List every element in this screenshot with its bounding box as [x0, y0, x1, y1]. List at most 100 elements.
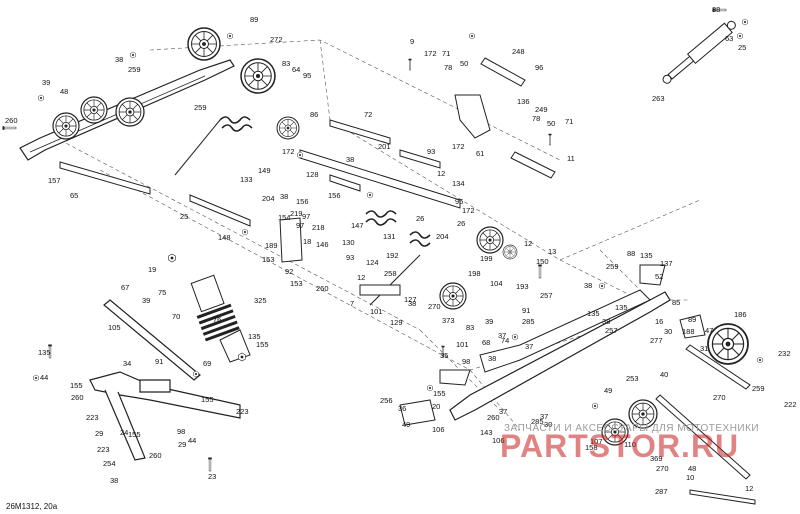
part-number-callout: 172 — [282, 147, 295, 156]
part-number-callout: 249 — [535, 105, 548, 114]
torsion-springs — [174, 116, 431, 306]
part-number-callout: 149 — [258, 166, 271, 175]
part-number-callout: 30 — [664, 327, 673, 336]
part-number-callout: 135 — [38, 348, 51, 357]
part-number-callout: 135 — [640, 251, 653, 260]
part-number-callout: 259 — [128, 65, 141, 74]
part-number-callout: 52 — [655, 272, 664, 281]
part-number-callout: 256 — [380, 396, 393, 405]
part-number-callout: 155 — [256, 340, 269, 349]
part-number-callout: 39 — [42, 78, 51, 87]
front-coil-spring — [190, 274, 240, 342]
part-number-callout: 37 — [540, 412, 549, 421]
part-number-callout: 253 — [626, 374, 639, 383]
part-number-callout: 65 — [70, 191, 79, 200]
part-number-callout: 270 — [713, 393, 726, 402]
part-number-callout: 128 — [306, 170, 319, 179]
part-number-callout: 12 — [524, 239, 533, 248]
part-number-callout: 104 — [490, 279, 503, 288]
part-number-callout: 19 — [148, 265, 157, 274]
part-number-callout: 61 — [476, 149, 485, 158]
part-number-callout: 83 — [282, 59, 291, 68]
part-number-callout: 156 — [328, 191, 341, 200]
part-number-callout: 48 — [688, 464, 697, 473]
part-number-callout: 259 — [752, 384, 765, 393]
part-number-callout: 71 — [442, 49, 451, 58]
part-number-callout: 38 — [115, 55, 124, 64]
part-number-callout: 270 — [428, 302, 441, 311]
part-number-callout: 263 — [652, 94, 665, 103]
part-number-callout: 129 — [390, 318, 403, 327]
part-number-callout: 260 — [316, 284, 329, 293]
part-number-callout: 172 — [424, 49, 437, 58]
part-number-callout: 92 — [285, 267, 294, 276]
part-number-callout: 135 — [615, 303, 628, 312]
part-number-callout: 155 — [128, 430, 141, 439]
right-slide-rail — [440, 227, 748, 445]
part-number-callout: 204 — [436, 232, 449, 241]
part-number-callout: 89 — [250, 15, 259, 24]
part-number-callout: 72 — [364, 110, 373, 119]
part-number-callout: 12 — [437, 169, 446, 178]
part-number-callout: 50 — [547, 119, 556, 128]
part-number-callout: 134 — [452, 179, 465, 188]
part-number-callout: 50 — [460, 59, 469, 68]
part-number-callout: 127 — [404, 295, 417, 304]
part-number-callout: 106 — [492, 436, 505, 445]
part-number-callout: 36 — [398, 404, 407, 413]
part-number-callout: 223 — [97, 445, 110, 454]
part-number-callout: 13 — [548, 247, 557, 256]
part-number-callout: 188 — [682, 327, 695, 336]
front-arm — [89, 299, 241, 461]
part-number-callout: 95 — [303, 71, 312, 80]
part-number-callout: 257 — [605, 326, 618, 335]
part-number-callout: 93 — [346, 253, 355, 262]
part-number-callout: 189 — [265, 241, 278, 250]
part-number-callout: 78 — [532, 114, 541, 123]
part-number-callout: 248 — [512, 47, 525, 56]
part-number-callout: 38 — [346, 155, 355, 164]
cross-shafts — [59, 57, 756, 505]
part-number-callout: 38 — [712, 5, 721, 14]
part-number-callout: 18 — [303, 237, 312, 246]
part-number-callout: 146 — [316, 240, 329, 249]
part-number-callout: 25 — [180, 212, 189, 221]
part-number-callout: 257 — [540, 291, 553, 300]
part-number-callout: 12 — [745, 484, 754, 493]
part-number-callout: 223 — [236, 407, 249, 416]
part-number-callout: 373 — [442, 316, 455, 325]
part-number-callout: 31 — [700, 344, 709, 353]
part-number-callout: 47 — [705, 326, 714, 335]
part-number-callout: 172 — [462, 206, 475, 215]
part-number-callout: 106 — [432, 425, 445, 434]
left-slide-rail — [19, 28, 299, 161]
part-number-callout: 49 — [604, 386, 613, 395]
part-number-callout: 110 — [624, 440, 636, 449]
diagram-code: 26M1312, 20a — [6, 502, 58, 511]
part-number-callout: 24 — [120, 428, 129, 437]
part-number-callout: 89 — [688, 315, 697, 324]
part-number-callout: 34 — [123, 359, 132, 368]
part-number-callout: 148 — [218, 233, 231, 242]
part-number-callout: 74 — [501, 336, 510, 345]
part-number-callout: 156 — [296, 197, 309, 206]
part-number-callout: 218 — [312, 223, 325, 232]
part-number-callout: 16 — [655, 317, 664, 326]
part-number-callout: 258 — [384, 269, 397, 278]
part-number-callout: 71 — [565, 117, 574, 126]
part-number-callout: 96 — [455, 197, 464, 206]
part-number-callout: 232 — [778, 349, 791, 358]
part-number-callout: 38 — [584, 281, 593, 290]
part-number-callout: 155 — [433, 389, 446, 398]
part-number-callout: 93 — [427, 147, 436, 156]
part-number-callout: 193 — [516, 282, 529, 291]
part-number-callout: 201 — [378, 142, 391, 151]
part-number-callout: 136 — [517, 97, 530, 106]
part-number-callout: 105 — [108, 323, 121, 332]
part-number-callout: 155 — [70, 381, 83, 390]
part-number-callout: 101 — [456, 340, 469, 349]
part-number-callout: 272 — [270, 35, 283, 44]
part-number-callout: 285 — [531, 417, 544, 426]
part-number-callout: 107 — [590, 437, 603, 446]
part-number-callout: 39 — [485, 317, 494, 326]
